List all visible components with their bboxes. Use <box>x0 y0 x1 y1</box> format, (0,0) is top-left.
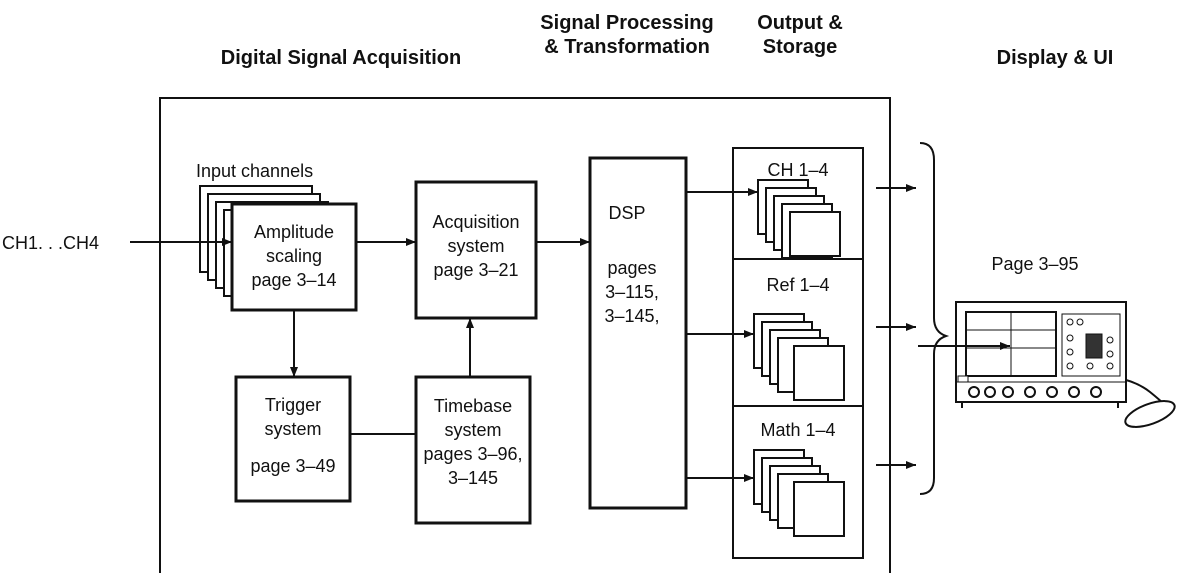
header-processing: Signal Processing & Transformation <box>540 12 714 58</box>
trigger-page-label: page 3–49 <box>250 456 336 476</box>
timebase-system-label: Timebase system pages 3–96, 3–145 <box>423 396 523 488</box>
trigger-system-label: Trigger system <box>264 395 322 439</box>
mouse-icon <box>918 342 1176 428</box>
storage-ref-label: Ref 1–4 <box>766 275 830 295</box>
dsp-pages: pages 3–115, 3–145, <box>604 258 660 326</box>
display-page-label: Page 3–95 <box>991 254 1079 274</box>
timebase-system-block <box>414 375 532 525</box>
ch-stack-icon <box>757 179 841 259</box>
math-stack-icon <box>753 449 845 537</box>
system-boundary <box>159 97 891 573</box>
amplitude-scaling-block <box>230 202 358 312</box>
trigger-system-block <box>234 375 352 503</box>
oscilloscope-icon <box>955 301 1127 408</box>
ref-stack-icon <box>753 313 845 401</box>
storage-math-label: Math 1–4 <box>760 420 836 440</box>
dsp-title: DSP <box>608 203 646 223</box>
connectors <box>130 142 950 495</box>
header-acquisition: Digital Signal Acquisition <box>220 47 462 69</box>
input-channels-caption: Input channels <box>196 161 314 181</box>
display-bracket <box>919 142 950 495</box>
acquisition-system-label: Acquisition system page 3–21 <box>432 212 520 280</box>
amplitude-scaling-label: Amplitude scaling page 3–14 <box>251 222 337 290</box>
header-output: Output & Storage <box>757 12 843 58</box>
input-label: CH1. . .CH4 <box>2 233 100 253</box>
header-display: Display & UI <box>996 47 1114 69</box>
acquisition-system-block <box>414 180 538 320</box>
storage-ch-label: CH 1–4 <box>767 160 829 180</box>
input-channel-stack <box>199 185 358 312</box>
